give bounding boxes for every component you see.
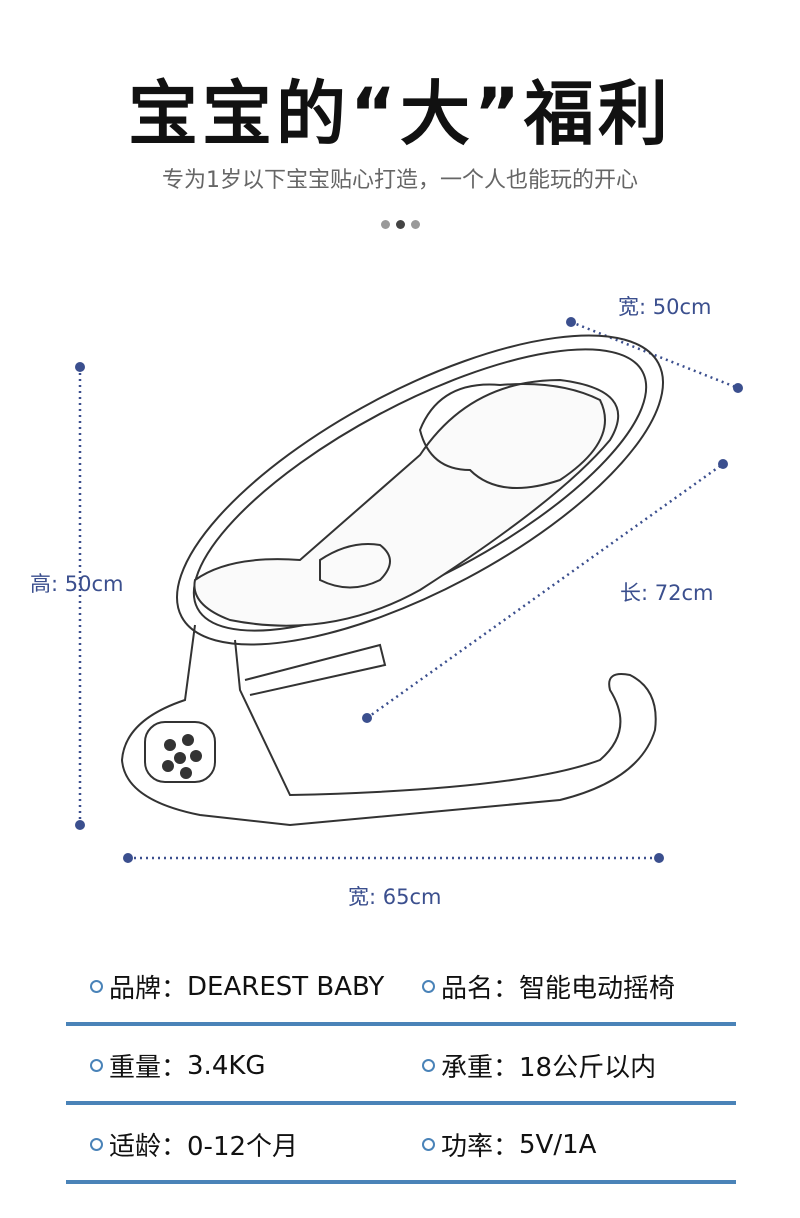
spec-row: 品牌：DEAREST BABY 品名：智能电动摇椅 [66, 946, 736, 1026]
bullet-icon [90, 980, 103, 993]
spec-row: 适龄：0-12个月 功率：5V/1A [66, 1104, 736, 1184]
spec-product-name: 品名：智能电动摇椅 [422, 968, 675, 1005]
control-buttons [162, 734, 202, 779]
spec-value: 智能电动摇椅 [519, 974, 676, 1004]
spec-value: 0-12个月 [187, 1132, 299, 1162]
width-top-label: 宽: 50cm [618, 295, 712, 319]
spec-value: DEAREST BABY [187, 971, 385, 1002]
headrest [418, 383, 606, 489]
length-line [366, 462, 724, 720]
chair-support-bar [244, 643, 387, 696]
spec-label: 品牌： [109, 974, 188, 1004]
control-panel [144, 721, 216, 783]
spec-weight: 重量：3.4KG [90, 1047, 266, 1084]
spec-label: 功率： [441, 1132, 520, 1162]
spec-label: 适龄： [109, 1132, 188, 1162]
carousel-dot[interactable] [410, 220, 420, 229]
spec-label: 承重： [441, 1053, 520, 1083]
height-label: 高: 50cm [30, 572, 124, 596]
product-illustration [75, 317, 743, 863]
bullet-icon [422, 1059, 435, 1072]
spec-brand: 品牌：DEAREST BABY [90, 968, 384, 1005]
dimension-endpoints [75, 317, 743, 863]
carousel-dot-active[interactable] [395, 220, 405, 229]
spec-value: 5V/1A [519, 1129, 597, 1160]
length-label: 长: 72cm [620, 581, 714, 605]
spec-value: 18公斤以内 [519, 1053, 657, 1083]
chair-inner-frame [192, 348, 648, 632]
spec-age: 适龄：0-12个月 [90, 1126, 298, 1163]
spec-label: 重量： [109, 1053, 188, 1083]
bullet-icon [422, 980, 435, 993]
carousel-dot[interactable] [380, 220, 390, 229]
seat-fabric [193, 378, 620, 627]
spec-row: 重量：3.4KG 承重：18公斤以内 [66, 1025, 736, 1105]
bullet-icon [90, 1138, 103, 1151]
width-bottom-label: 宽: 65cm [348, 885, 442, 909]
page-subtitle: 专为1岁以下宝宝贴心打造，一个人也能玩的开心 [162, 168, 638, 193]
carousel-indicator [0, 220, 800, 229]
spec-load: 承重：18公斤以内 [422, 1047, 656, 1084]
rocker-chair-drawing [120, 334, 664, 827]
page-title: 宝宝的“大”福利 [127, 73, 672, 155]
spec-value: 3.4KG [187, 1050, 266, 1081]
chair-outer-frame [176, 334, 664, 646]
spec-label: 品名： [441, 974, 520, 1004]
spec-power: 功率：5V/1A [422, 1126, 596, 1163]
width-top-line [570, 320, 739, 390]
seat-buckle [319, 543, 391, 589]
dimension-lines [78, 320, 739, 860]
bullet-icon [90, 1059, 103, 1072]
bullet-icon [422, 1138, 435, 1151]
chair-base [120, 624, 657, 827]
